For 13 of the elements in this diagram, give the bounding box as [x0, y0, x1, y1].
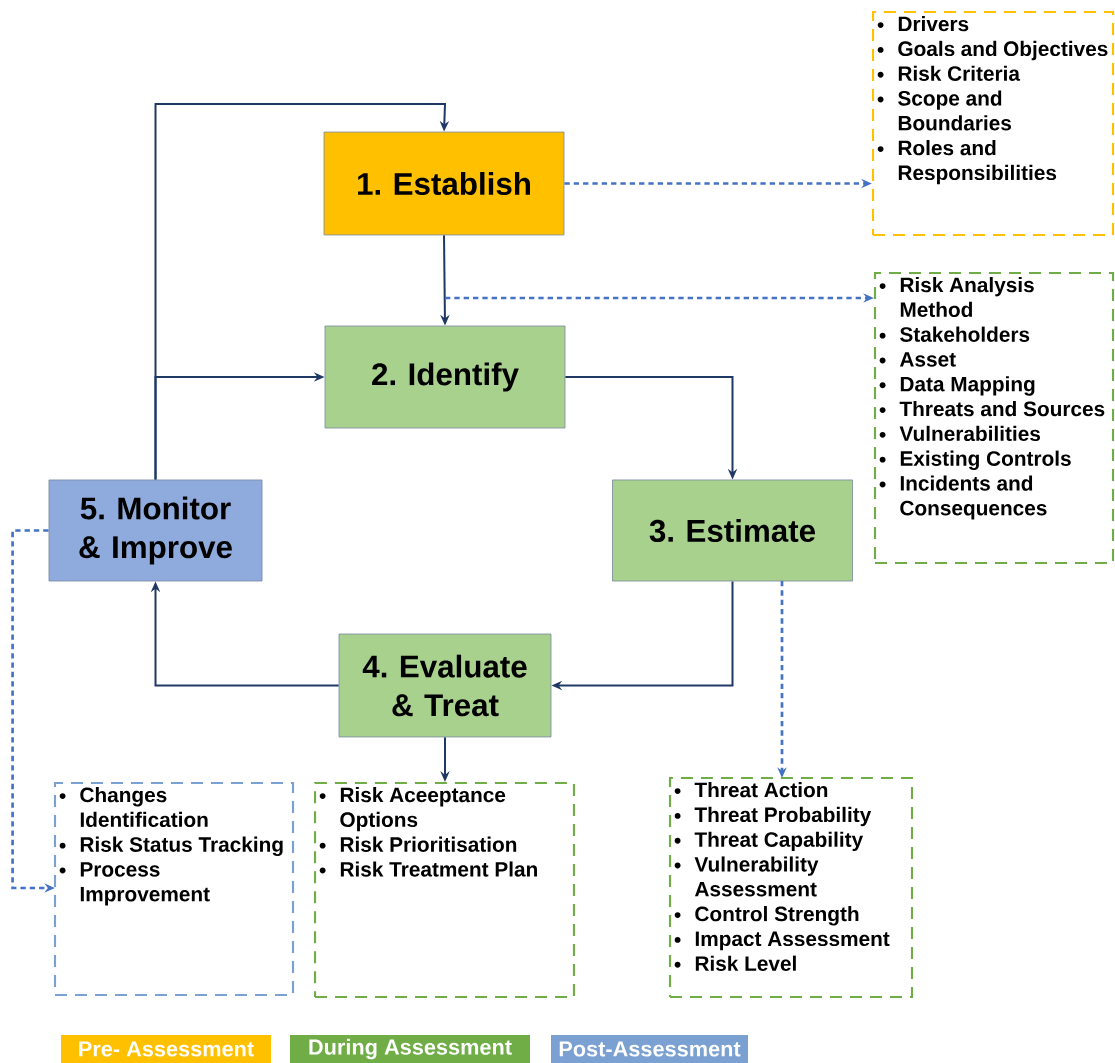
legend-item: Pre- Assessment [61, 1035, 271, 1063]
detail-list-box: Drivers Goals and Objectives Risk Criteria Scope and Boundaries Roles and Responsibilities [871, 10, 1115, 237]
detail-list-box: Changes Identification Risk Status Tracking Process Improvement [53, 781, 295, 997]
detail-list-box: Risk Aceeptance Options Risk Prioritisation Risk Treatment Plan [313, 781, 576, 999]
legend-item: Post-Assessment [551, 1035, 748, 1063]
process-box: 4. Evaluate & Treat [338, 633, 552, 738]
detail-list-box: Threat Action Threat Probability Threat Capability Vulnerability Assessment Control Strength Impact Assessment Risk Level [668, 776, 914, 999]
process-box: 2. Identify [324, 325, 566, 429]
legend-item: During Assessment [290, 1035, 530, 1063]
process-box: 3. Estimate [612, 479, 853, 582]
process-box: 1. Establish [323, 131, 565, 236]
detail-list-box: Risk Analysis Method Stakeholders Asset Data Mapping Threats and Sources Vulnerabilities Existing Controls Incidents and Consequences [873, 271, 1115, 565]
process-box: 5. Monitor & Improve [48, 479, 263, 582]
